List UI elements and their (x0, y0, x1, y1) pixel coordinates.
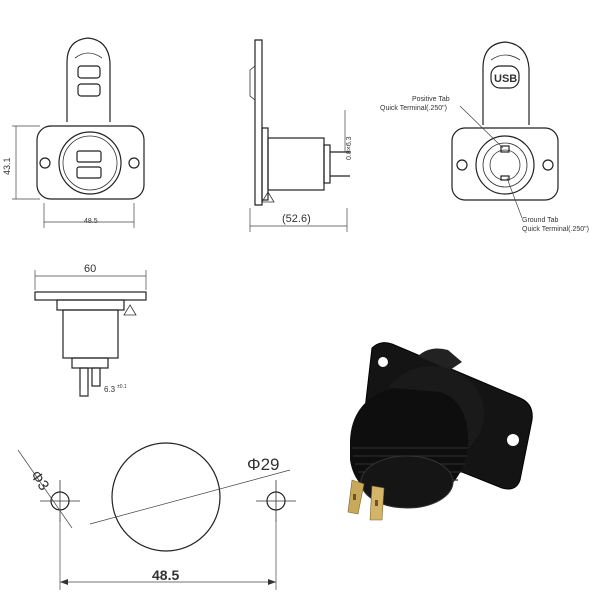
rear-view: USB Positive Tab Quick Terminal(.250") G… (380, 41, 589, 233)
product-photo (347, 342, 533, 521)
front-view: 48.5 43.1 (2, 37, 145, 228)
section-width-label: 60 (84, 263, 96, 275)
cap-usb-text: USB (494, 73, 517, 85)
spacing-label: 48.5 (152, 567, 179, 583)
side-view: (52.6) 0.8×6.3 (249, 39, 353, 232)
side-length-label: (52.6) (282, 213, 311, 225)
section-view: 60 6.3 ±0.1 (34, 263, 147, 397)
front-height-label: 43.1 (2, 157, 12, 175)
side-tab-label: 0.8×6.3 (346, 136, 353, 160)
terminal-label: 6.3 (104, 385, 116, 394)
terminal-tolerance: ±0.1 (117, 384, 127, 390)
positive-tab-label: Positive Tab Quick Terminal(.250") (380, 96, 452, 112)
front-width-label: 48.5 (84, 218, 98, 225)
ground-tab-label: Ground Tab Quick Terminal(.250") (522, 217, 589, 233)
panel-cutout: Φ3 Φ29 48.5 (17, 442, 296, 590)
hole-dia-label: Φ3 (27, 468, 53, 494)
main-dia-label: Φ29 (247, 455, 279, 474)
